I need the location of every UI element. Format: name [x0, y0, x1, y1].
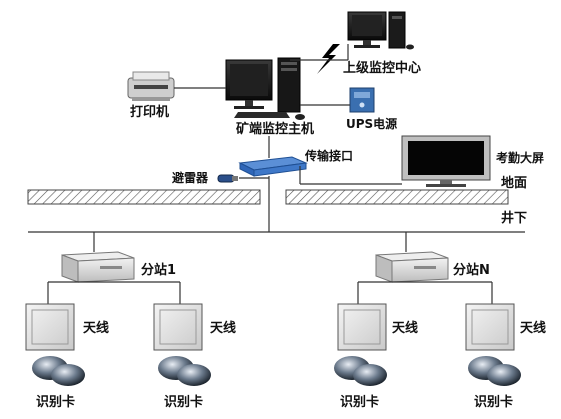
station-1-card-right-label: 识别卡 — [164, 395, 204, 410]
station-1-antenna-right-label: 天线 — [210, 321, 237, 336]
card-icon — [158, 356, 211, 386]
arrester-label: 避雷器 — [172, 171, 209, 185]
card-icon — [468, 356, 521, 386]
station-n-antenna-left-label: 天线 — [392, 321, 419, 336]
station-1-device-icon — [61, 251, 135, 283]
arrester-icon — [217, 174, 238, 183]
main-host-label: 矿端监控主机 — [236, 122, 315, 137]
station-n-label: 分站N — [453, 263, 490, 278]
upper-center-label: 上级监控中心 — [343, 61, 422, 76]
station-1-antenna-left-label: 天线 — [83, 321, 110, 336]
card-icon — [334, 356, 387, 386]
station-1-lines — [47, 281, 181, 304]
station-1-label: 分站1 — [141, 263, 177, 278]
printer-label: 打印机 — [130, 105, 170, 120]
switch-icon — [238, 156, 308, 177]
station-n-card-right-label: 识别卡 — [474, 395, 514, 410]
station-1-card-left-label: 识别卡 — [36, 395, 76, 410]
station-n-card-left-label: 识别卡 — [340, 395, 380, 410]
printer-icon — [127, 71, 175, 101]
transmission-port-label: 传输接口 — [305, 149, 354, 163]
card-icon — [32, 356, 85, 386]
station-n-antenna-right-label: 天线 — [520, 321, 547, 336]
attendance-screen-label: 考勤大屏 — [496, 151, 545, 165]
ground-boundary — [27, 189, 509, 205]
tv-icon — [401, 135, 491, 187]
ups-label: UPS电源 — [346, 117, 398, 131]
upper-center-computer-icon — [347, 11, 414, 50]
station-n-lines — [357, 281, 493, 304]
antenna-icon — [153, 303, 203, 351]
antenna-icon — [337, 303, 387, 351]
underground-trunk — [28, 231, 525, 252]
station-n-device-icon — [375, 251, 449, 283]
antenna-icon — [25, 303, 75, 351]
main-host-computer-icon — [225, 57, 305, 120]
ground-network-lines — [174, 44, 402, 232]
underground-label: 井下 — [501, 211, 528, 226]
ground-label: 地面 — [501, 176, 528, 191]
antenna-icon — [465, 303, 515, 351]
lightning-icon — [317, 44, 340, 74]
ups-icon — [349, 87, 375, 113]
